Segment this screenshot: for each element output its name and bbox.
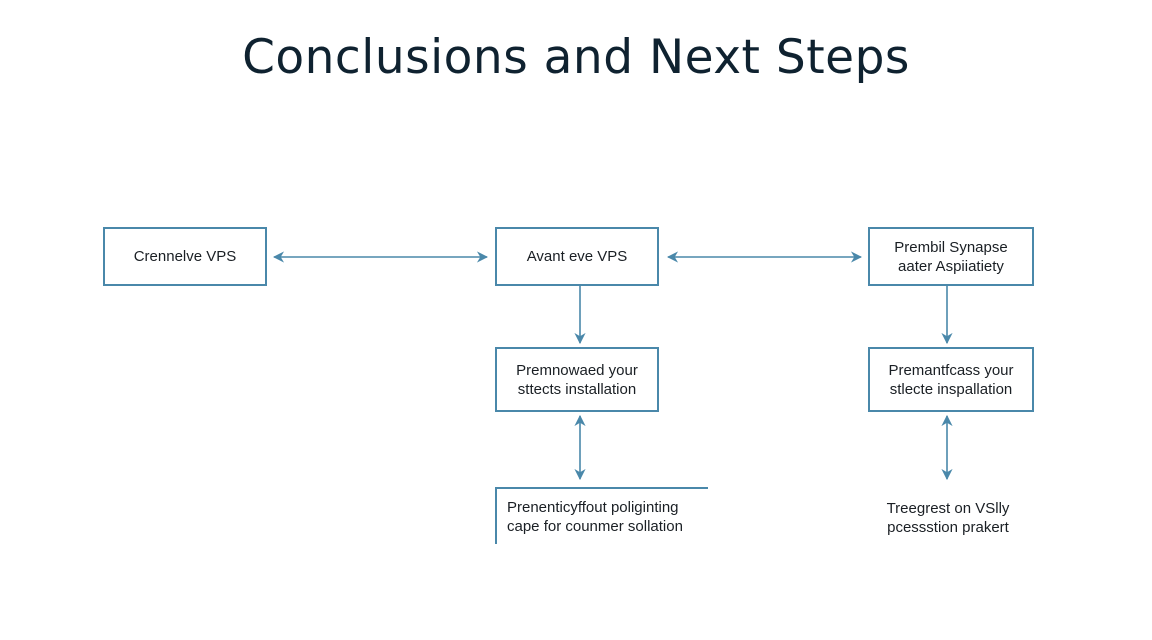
node-premnowaed-installation: Premnowaed your sttects installation	[495, 347, 659, 412]
node-label-line1: Premnowaed your	[516, 361, 638, 379]
node-label-line2: sttects installation	[517, 380, 637, 398]
node-label: Crennelve VPS	[133, 248, 237, 265]
node-label-line1: Prembil Synapse	[894, 238, 1008, 256]
node-prenenticyffout: Prenenticyffout poliginting cape for cou…	[495, 487, 708, 544]
node-label: Avant eve VPS	[526, 248, 628, 265]
node-label-line2: stlecte inspallation	[889, 380, 1013, 398]
node-label-line2: pcessstion prakert	[887, 519, 1009, 536]
page-title: Conclusions and Next Steps	[242, 30, 910, 85]
node-treegrest: Treegrest on VSlly pcessstion prakert	[836, 499, 1060, 537]
node-label-line1: Premantfcass your	[888, 361, 1014, 379]
node-label-line2: aater Aspiiatiety	[898, 257, 1004, 275]
node-crennelve-vps: Crennelve VPS	[103, 227, 267, 286]
node-label-line2: cape for counmer sollation	[507, 518, 683, 535]
node-avant-eve-vps: Avant eve VPS	[495, 227, 659, 286]
node-premantfcass-installation: Premantfcass your stlecte inspallation	[868, 347, 1034, 412]
node-prembil-synapse: Prembil Synapse aater Aspiiatiety	[868, 227, 1034, 286]
node-label-line1: Treegrest on VSlly	[886, 500, 1010, 517]
node-label-line1: Prenenticyffout poliginting	[507, 499, 679, 516]
